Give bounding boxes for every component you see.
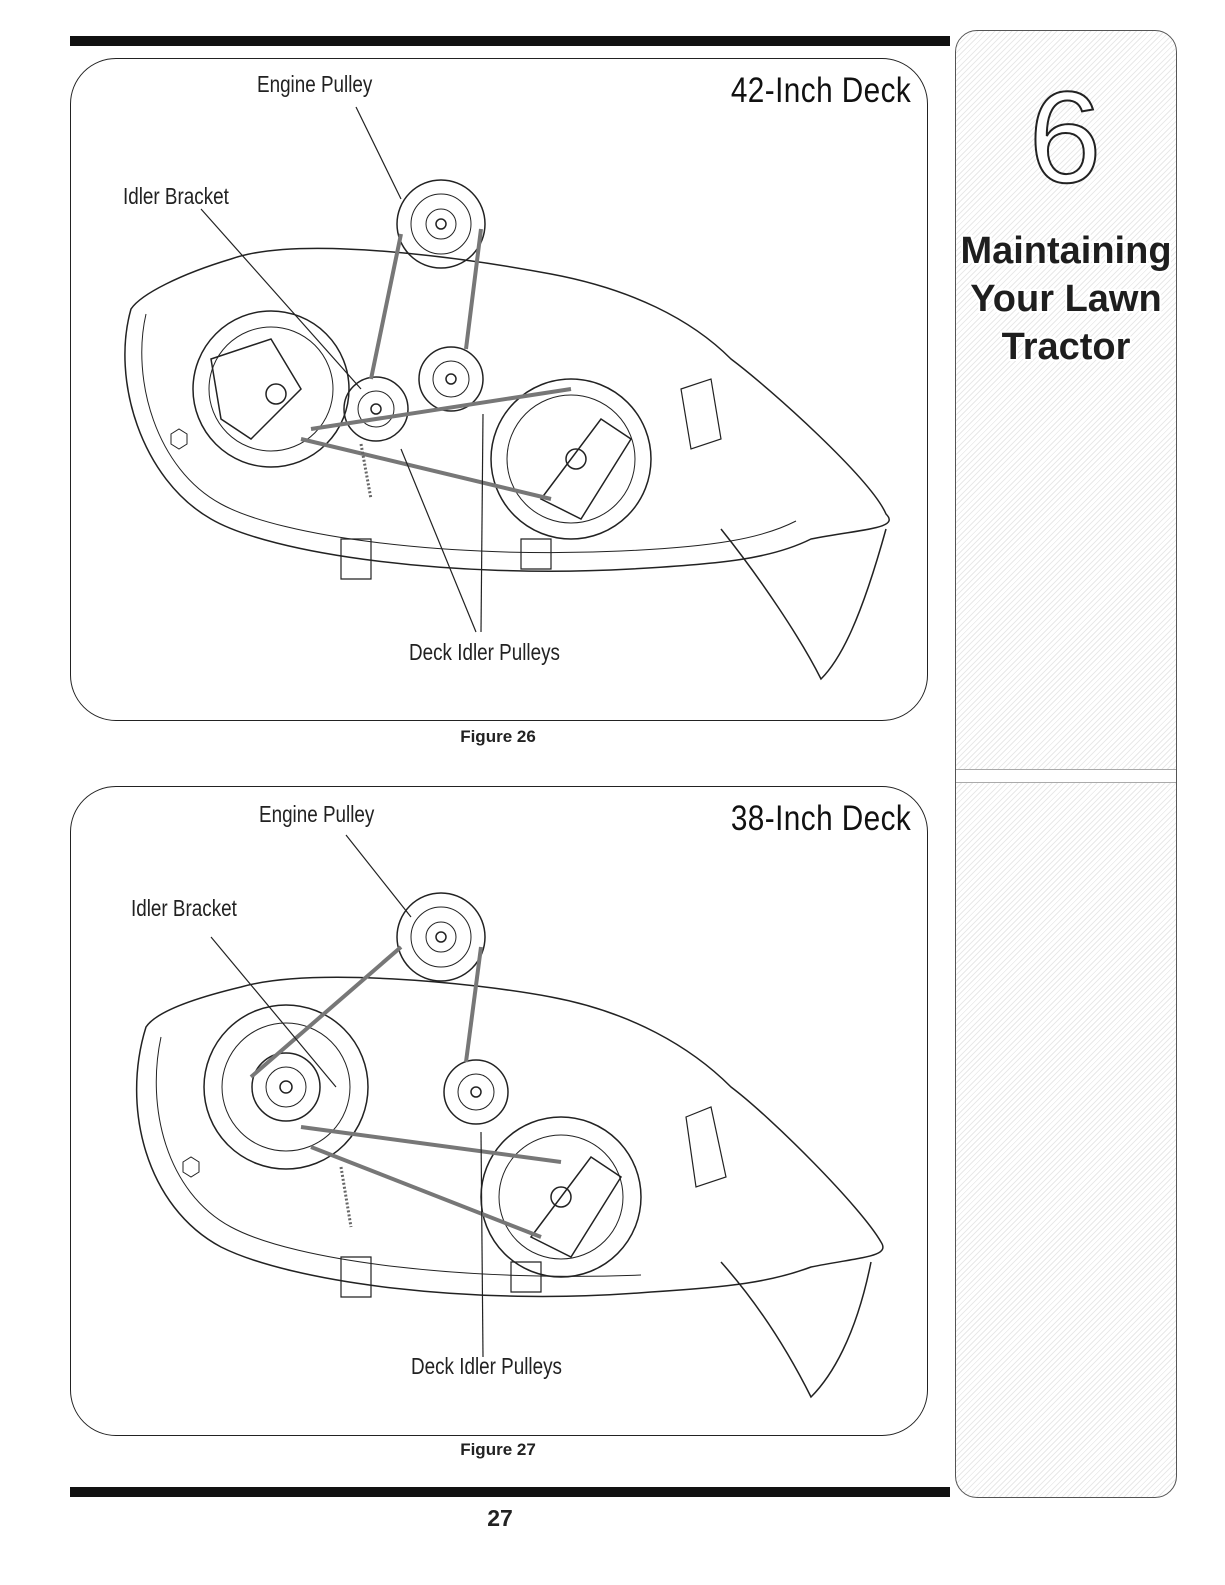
figure-26-caption: Figure 26	[348, 727, 648, 747]
chapter-tab: 6 Maintaining Your Lawn Tractor	[955, 30, 1177, 1498]
bottom-rule	[70, 1487, 950, 1497]
tab-divider	[956, 769, 1176, 783]
figure-27-panel: 38-Inch Deck Engine Pulley Idler Bracket…	[70, 786, 928, 1436]
chapter-title: Maintaining Your Lawn Tractor	[956, 227, 1176, 371]
deck-size-label: 38-Inch Deck	[731, 799, 911, 839]
idler-bracket-label: Idler Bracket	[123, 183, 229, 210]
figure-26-panel: 42-Inch Deck Engine Pulley Idler Bracket…	[70, 58, 928, 721]
deck-size-label: 42-Inch Deck	[731, 71, 911, 111]
chapter-number-text: 6	[1029, 72, 1101, 202]
top-rule	[70, 36, 950, 46]
engine-pulley-label: Engine Pulley	[259, 801, 374, 828]
deck-38-diagram	[71, 787, 928, 1436]
idler-bracket-label: Idler Bracket	[131, 895, 237, 922]
page-number: 27	[440, 1505, 560, 1532]
deck-idler-pulleys-label: Deck Idler Pulleys	[409, 639, 560, 666]
deck-42-diagram	[71, 59, 928, 721]
figure-27-caption: Figure 27	[348, 1440, 648, 1460]
deck-idler-pulleys-label: Deck Idler Pulleys	[411, 1353, 562, 1380]
engine-pulley-label: Engine Pulley	[257, 71, 372, 98]
chapter-number: 6	[1011, 83, 1119, 191]
